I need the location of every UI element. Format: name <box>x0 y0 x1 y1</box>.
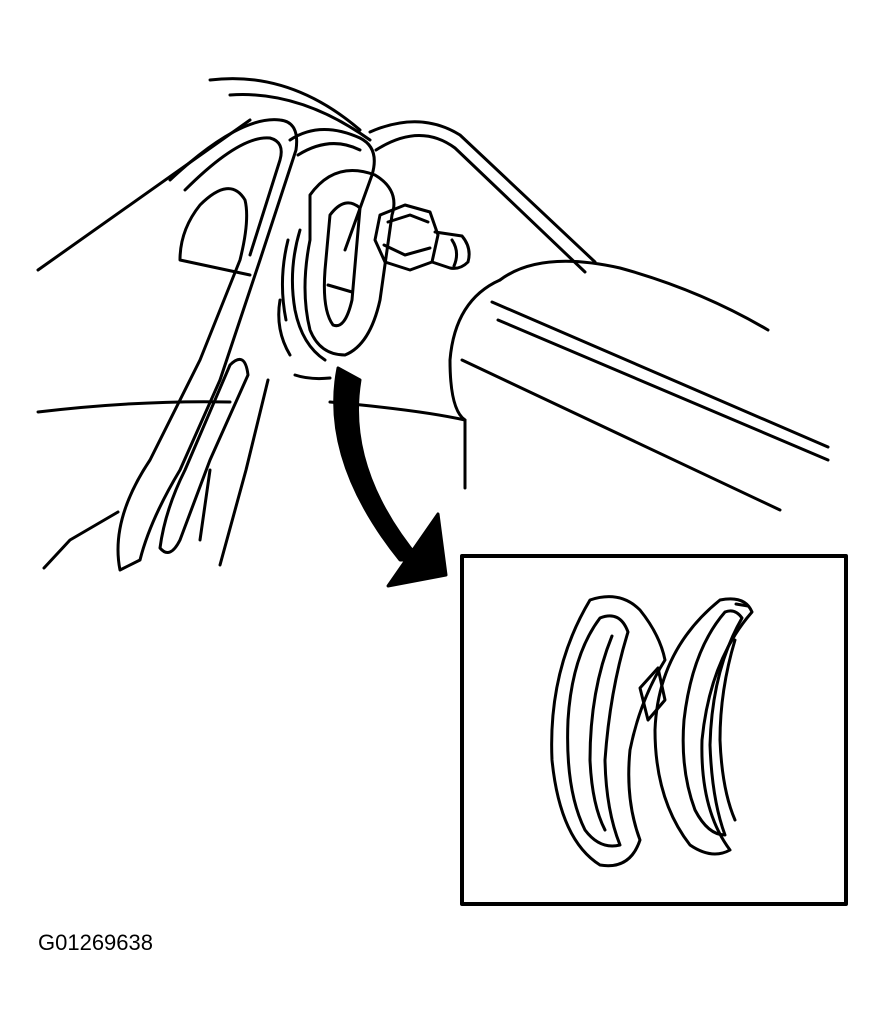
vehicle-body-panel <box>36 77 467 570</box>
figure-code-label: G01269638 <box>38 930 153 955</box>
detail-arrow <box>333 366 448 588</box>
hanger-bracket <box>116 118 332 572</box>
clamp-flanges <box>277 128 396 362</box>
detail-inset <box>460 554 848 906</box>
bolt-and-nut <box>373 203 471 272</box>
exhaust-pipe <box>368 120 830 512</box>
